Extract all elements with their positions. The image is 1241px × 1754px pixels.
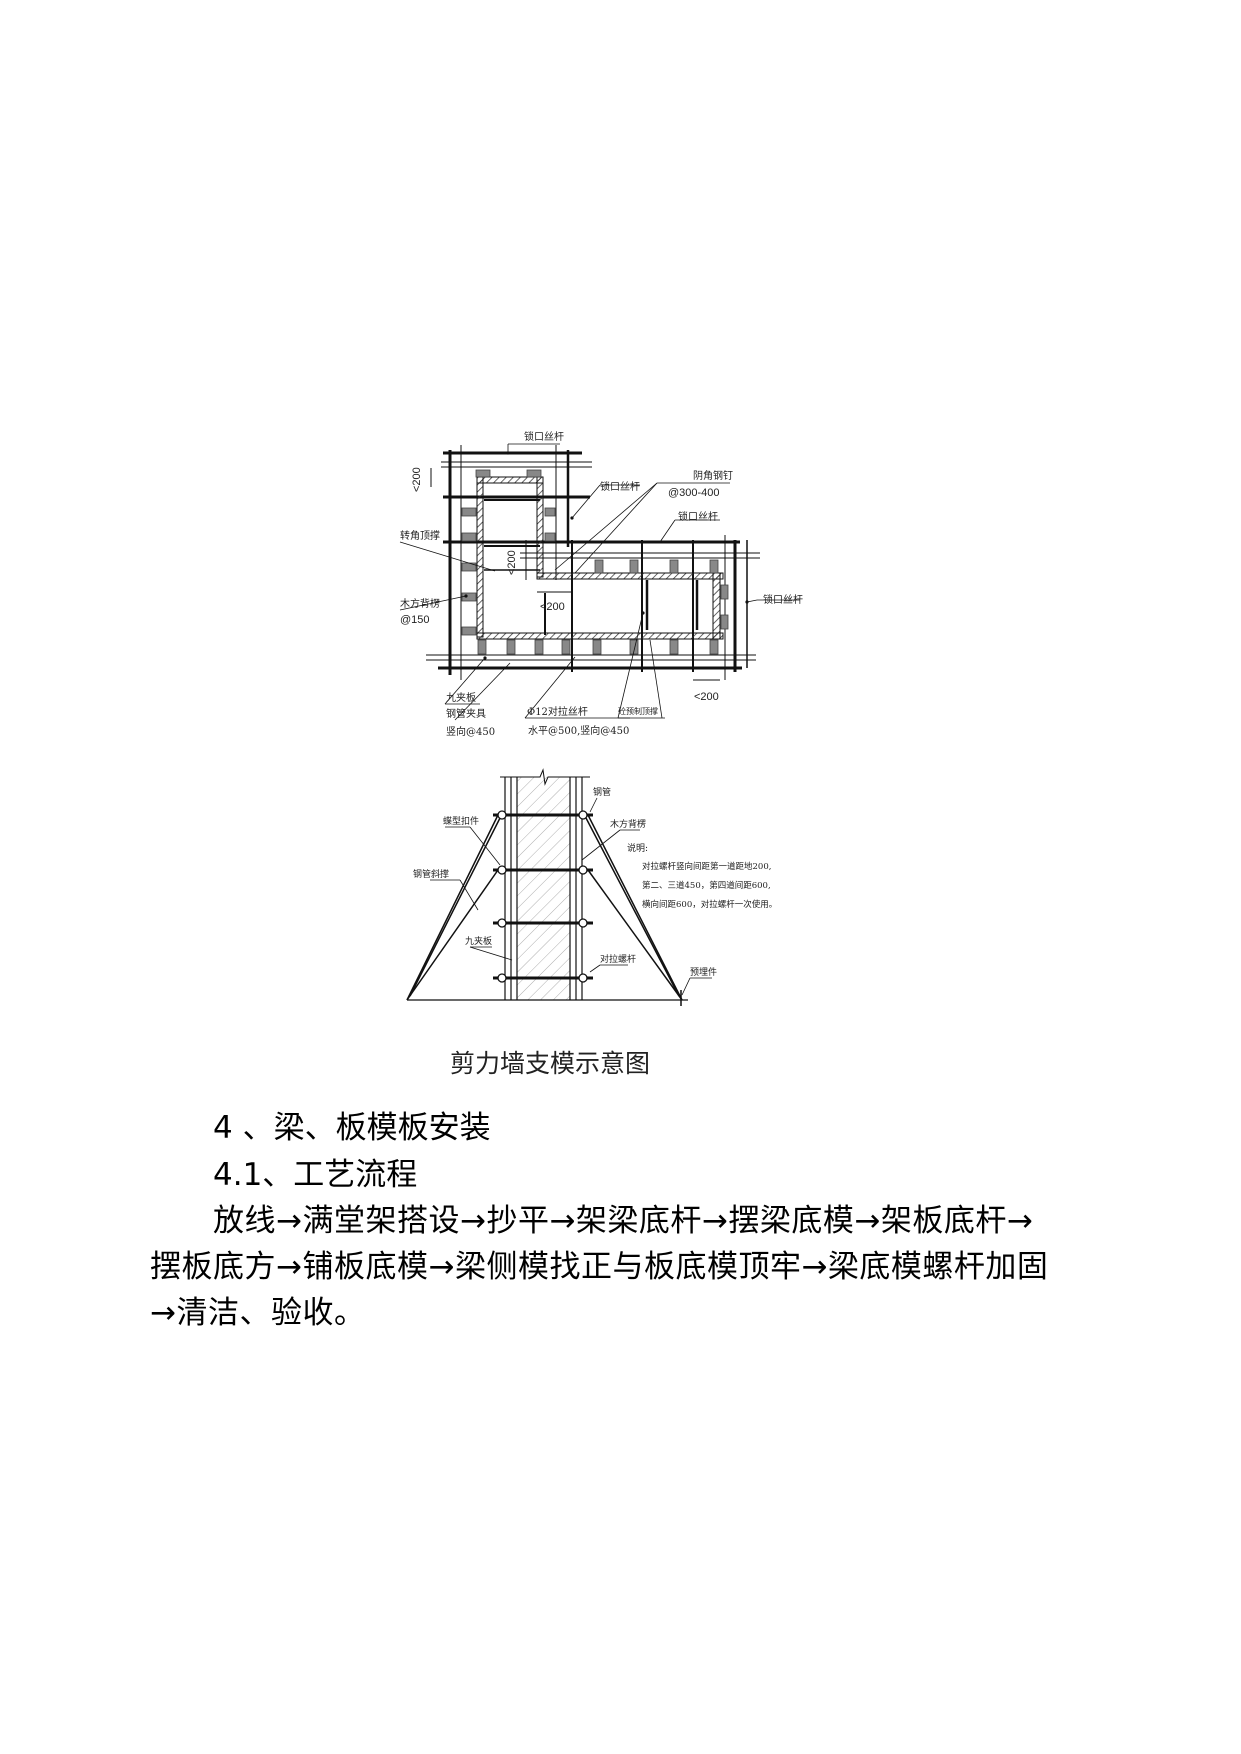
label-dim-bottom-right: <200	[694, 691, 719, 703]
label-steel-clamp-spacing: 竖向@450	[446, 725, 495, 738]
label-dim-mid: <200	[506, 550, 518, 575]
label-timber-backing-spacing: @150	[400, 614, 430, 626]
note-line: 对拉螺杆竖向间距第一道距地200,	[642, 861, 771, 872]
label-embedded-part: 预埋件	[690, 966, 717, 978]
label-inner-corner-nail-spacing: @300-400	[668, 487, 720, 499]
label-dim-inner: <200	[540, 601, 565, 613]
label-lock-rod-mid: 锁口丝杆	[600, 480, 640, 493]
label-tie-rod-spacing: 水平@500,竖向@450	[528, 724, 629, 737]
label-timber-backing-elev: 木方背楞	[610, 818, 646, 830]
plan-view	[399, 443, 800, 721]
section-subheading: 4.1、工艺流程	[213, 1157, 418, 1193]
label-plywood: 九夹板	[446, 691, 476, 704]
label-lock-rod-right-top: 锁口丝杆	[678, 510, 718, 523]
plan-labels: 锁口丝杆 锁口丝杆 锁口丝杆 锁口丝杆 阴角钢钉 @300-400 转角顶撑 木…	[400, 430, 803, 738]
section-heading: 4 、梁、板模板安装	[213, 1110, 491, 1146]
elevation-labels: 钢管 蝶型扣件 木方背楞 钢管斜撑 九夹板 对拉螺杆 预埋件 说明: 对拉螺杆竖…	[413, 786, 777, 978]
label-steel-diagonal-brace: 钢管斜撑	[413, 868, 449, 880]
label-tie-bolt: 对拉螺杆	[600, 953, 636, 965]
label-lock-rod-right: 锁口丝杆	[763, 593, 803, 606]
process-flow-paragraph: 放线→满堂架搭设→抄平→架梁底杆→摆梁底模→架板底杆→摆板底方→铺板底模→梁侧模…	[150, 1203, 1049, 1331]
figure-caption: 剪力墙支模示意图	[450, 1049, 650, 1078]
label-dim-top-left: <200	[411, 467, 423, 492]
label-precast-brace: 砼预制顶撑	[618, 706, 658, 716]
label-lock-rod-top: 锁口丝杆	[524, 430, 564, 443]
label-plywood-elev: 九夹板	[465, 935, 492, 947]
note-line: 横向间距600，对拉螺杆一次使用。	[642, 899, 777, 910]
label-tie-rod: Φ12对拉丝杆	[527, 705, 588, 718]
label-inner-corner-nail: 阴角钢钉	[693, 469, 733, 482]
note-title: 说明:	[627, 842, 648, 854]
label-steel-pipe: 钢管	[593, 786, 611, 798]
elevation-view	[406, 768, 712, 1006]
label-steel-clamp: 钢管夹具	[446, 707, 486, 720]
label-timber-backing: 木方背楞	[400, 597, 440, 610]
shear-wall-formwork-figure: 锁口丝杆 锁口丝杆 锁口丝杆 锁口丝杆 阴角钢钉 @300-400 转角顶撑 木…	[399, 430, 803, 1078]
note-line: 第二、三道450，第四道间距600,	[642, 880, 771, 891]
label-butterfly-clamp: 蝶型扣件	[443, 815, 479, 827]
label-corner-brace: 转角顶撑	[400, 529, 440, 542]
